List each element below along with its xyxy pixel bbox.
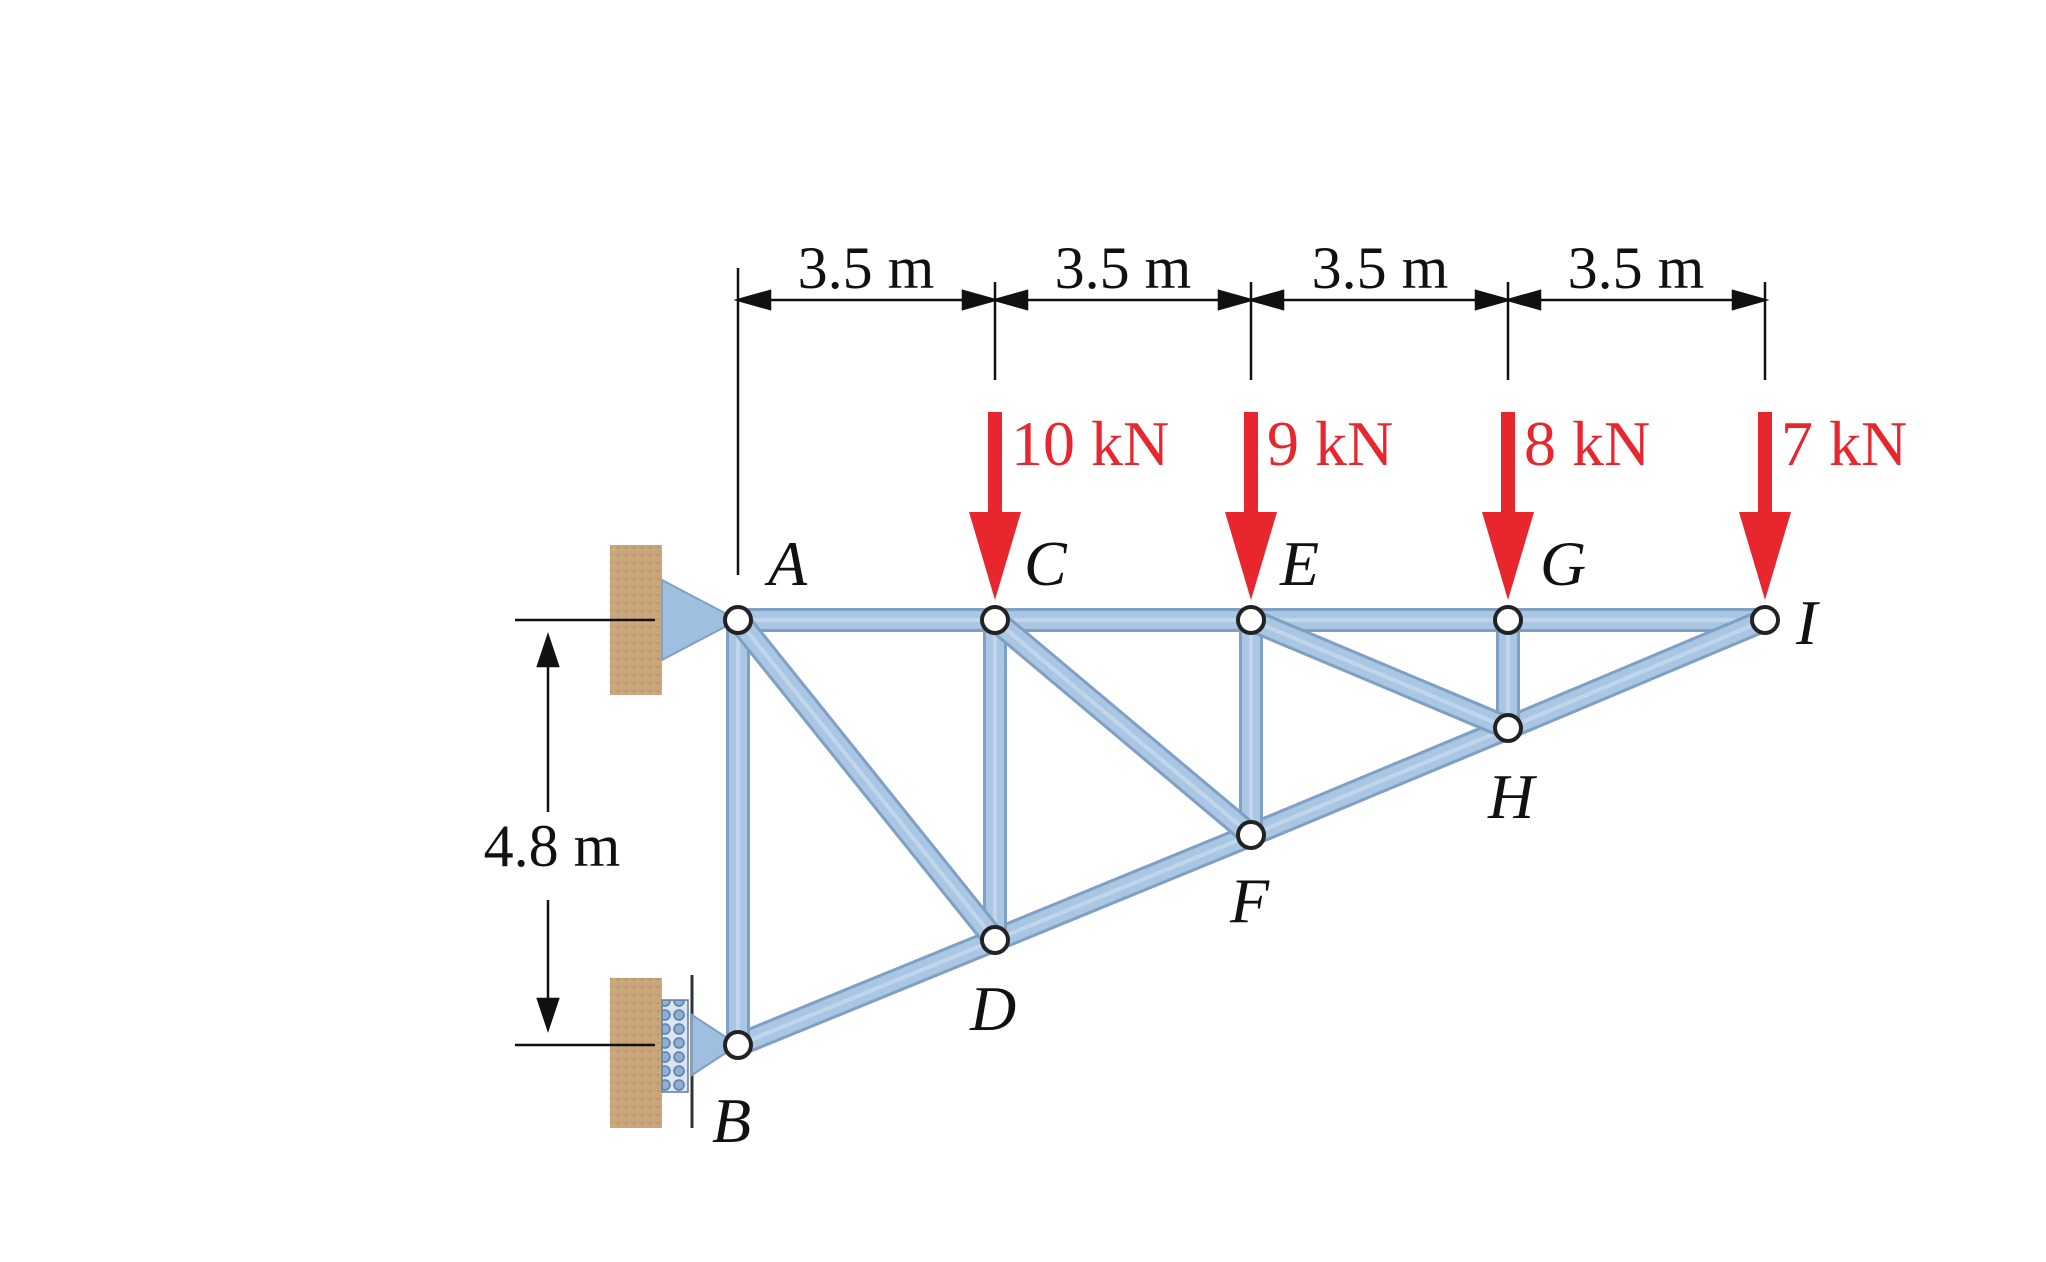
load-shaft-c <box>988 412 1002 522</box>
joint-c <box>980 605 1010 635</box>
load-e: 9 kN <box>1225 408 1393 600</box>
joint-g <box>1493 605 1523 635</box>
pin-support-a <box>661 578 741 662</box>
load-shaft-e <box>1244 412 1258 522</box>
load-i: 7 kN <box>1739 408 1907 600</box>
node-label-g: G <box>1540 528 1586 599</box>
span-label-1: 3.5 m <box>798 235 935 301</box>
load-arrowhead-i <box>1739 512 1791 600</box>
joint-i <box>1750 605 1780 635</box>
node-label-h: H <box>1487 761 1538 832</box>
node-label-f: F <box>1229 865 1270 936</box>
load-arrowhead-c <box>969 512 1021 600</box>
node-label-b: B <box>712 1085 751 1156</box>
truss-joints <box>723 605 1780 1060</box>
span-label-2: 3.5 m <box>1055 235 1192 301</box>
span-labels: 3.5 m 3.5 m 3.5 m 3.5 m <box>798 235 1705 301</box>
member-ad <box>728 612 1005 948</box>
joint-d <box>980 925 1010 955</box>
member-cf <box>987 610 1259 845</box>
joint-b <box>723 1030 753 1060</box>
joint-f <box>1236 820 1266 850</box>
applied-loads: 10 kN 9 kN 8 kN 7 kN <box>969 408 1907 600</box>
load-arrowhead-g <box>1482 512 1534 600</box>
truss-members <box>726 608 1770 1057</box>
roller-support-b <box>691 1013 740 1077</box>
load-label-c: 10 kN <box>1011 408 1169 479</box>
bottom-wall <box>610 978 662 1128</box>
node-label-a: A <box>764 528 808 599</box>
node-labels: A B C D E F G H I <box>712 528 1820 1156</box>
joint-a <box>723 605 753 635</box>
height-label: 4.8 m <box>484 813 621 879</box>
load-arrowhead-e <box>1225 512 1277 600</box>
load-label-i: 7 kN <box>1781 408 1907 479</box>
roller-strip <box>661 999 689 1093</box>
member-eh <box>1246 608 1513 740</box>
load-shaft-i <box>1758 412 1772 522</box>
load-label-e: 9 kN <box>1267 408 1393 479</box>
span-label-4: 3.5 m <box>1568 235 1705 301</box>
member-df <box>990 823 1256 952</box>
joint-e <box>1236 605 1266 635</box>
member-bd <box>733 928 1000 1057</box>
joint-h <box>1493 713 1523 743</box>
load-shaft-g <box>1501 412 1515 522</box>
load-c: 10 kN <box>969 408 1169 600</box>
node-label-i: I <box>1795 587 1820 658</box>
dimensions <box>515 268 1770 1047</box>
supports <box>610 545 741 1128</box>
span-label-3: 3.5 m <box>1312 235 1449 301</box>
load-g: 8 kN <box>1482 408 1650 600</box>
node-label-e: E <box>1279 528 1319 599</box>
member-hi <box>1503 608 1770 740</box>
member-fh <box>1246 716 1513 847</box>
load-label-g: 8 kN <box>1524 408 1650 479</box>
node-label-c: C <box>1024 528 1068 599</box>
node-label-d: D <box>969 973 1016 1044</box>
